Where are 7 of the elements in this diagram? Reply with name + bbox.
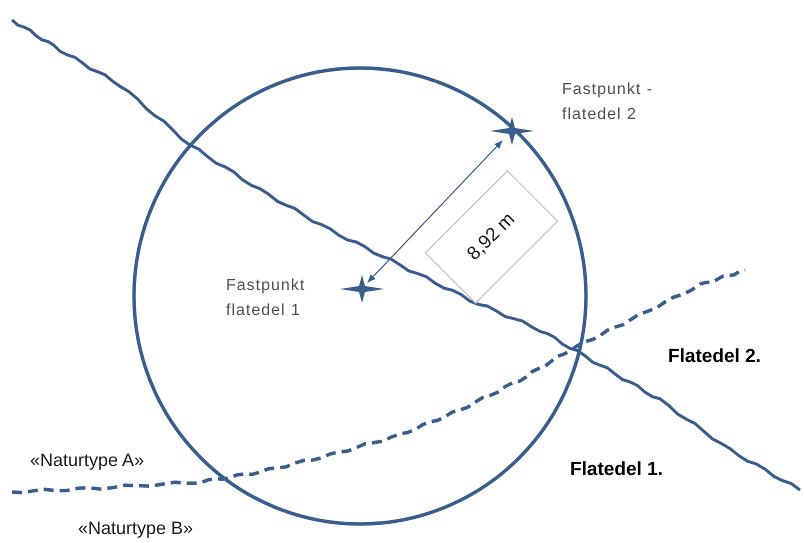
map-label: Flatedel 1.: [570, 458, 664, 482]
map-label: «Naturtype B»: [78, 517, 194, 540]
map-label: «Naturtype A»: [30, 449, 146, 472]
dimension-label: 8,92 m: [424, 170, 558, 304]
map-label: Fastpunkt - flatedel 2: [562, 80, 654, 125]
map-label: Fastpunkt flatedel 1: [226, 276, 306, 321]
map-label: Flatedel 2.: [668, 345, 762, 369]
